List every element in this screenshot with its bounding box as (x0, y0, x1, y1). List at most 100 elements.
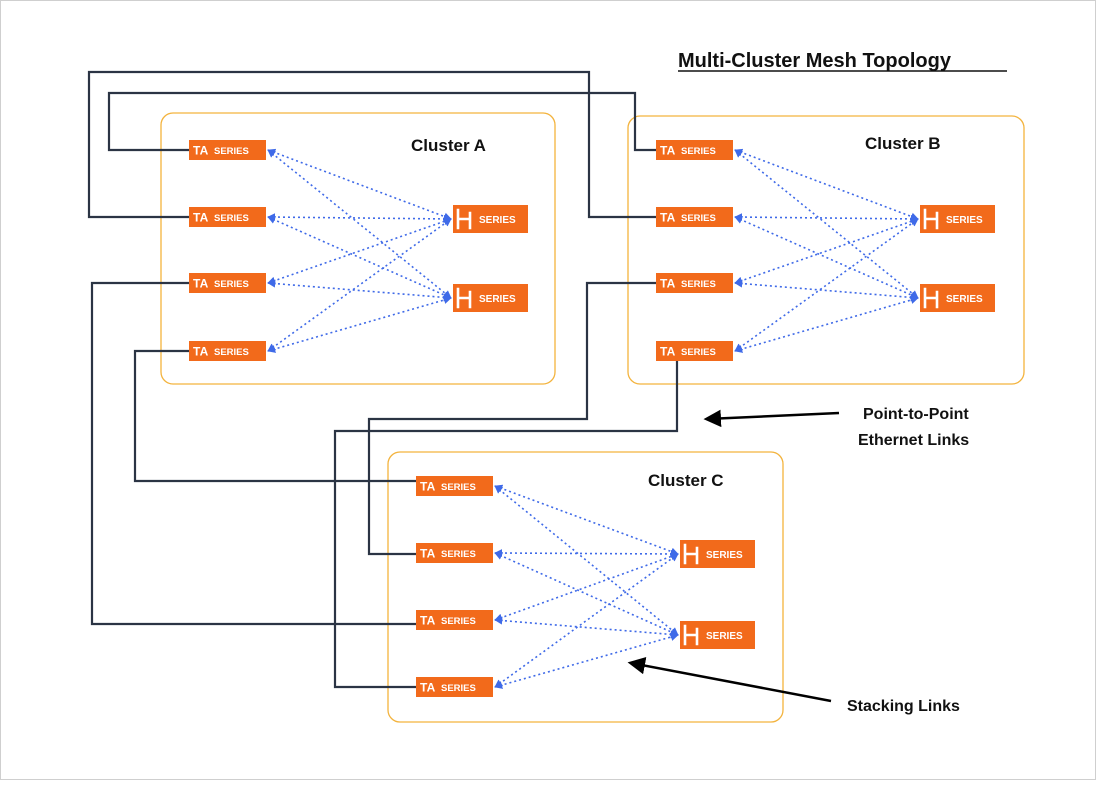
stacking-link-c-ta1-h1 (494, 484, 679, 556)
stacking-link-a-ta1-h1 (267, 148, 452, 221)
stacking-link-c-ta2-h2 (494, 552, 679, 636)
stacking-link-a-ta1-h2 (267, 149, 452, 299)
ta-logo-text: TA (420, 547, 436, 561)
ta-device-body (416, 610, 493, 630)
stacking-link-b-ta2-h1 (734, 213, 919, 223)
h-series-text: SERIES (706, 631, 743, 642)
stacking-link-c-ta1-h2 (494, 485, 679, 636)
cluster-a-label: Cluster A (411, 136, 486, 155)
cluster-b-label: Cluster B (865, 134, 941, 153)
cluster-b-box (627, 115, 1025, 385)
ta-series-device: TA SERIES (189, 341, 266, 361)
stacking-link-b-ta1-h2 (734, 149, 919, 299)
ta-device-body (189, 207, 266, 227)
stacking-link-a-ta3-h2 (267, 279, 452, 302)
stacking-links-arrow (627, 657, 832, 703)
ta-series-text: SERIES (441, 683, 476, 694)
h-logo-icon (923, 287, 939, 309)
ta-logo-text: TA (660, 211, 676, 225)
ta-series-text: SERIES (681, 279, 716, 290)
ta-logo-text: TA (420, 480, 436, 494)
h-series-text: SERIES (946, 215, 983, 226)
ethernet-links-label-line1: Point-to-Point (863, 406, 969, 423)
devices: TA SERIES TA SERIES TA SERIES TA SERIES SERIES SE… (189, 140, 995, 697)
h-series-text: SERIES (706, 550, 743, 561)
ta-series-device: TA SERIES (416, 610, 493, 630)
ta-device-body (189, 140, 266, 160)
eth-link-b3-c2 (367, 281, 656, 556)
h-series-device: SERIES (920, 284, 995, 312)
ta-series-device: TA SERIES (656, 140, 733, 160)
ta-series-text: SERIES (441, 482, 476, 493)
eth-link-a1-b1 (107, 91, 656, 152)
ta-series-text: SERIES (441, 616, 476, 627)
ta-logo-text: TA (660, 144, 676, 158)
h-series-text: SERIES (479, 294, 516, 305)
stacking-links-label: Stacking Links (847, 698, 960, 715)
ta-logo-text: TA (193, 144, 209, 158)
cluster-c-label: Cluster C (648, 471, 724, 490)
eth-link-b4-c4 (333, 361, 679, 689)
eth-link-a2-b2 (87, 70, 656, 219)
h-series-device: SERIES (680, 540, 755, 568)
stacking-link-b-ta3-h2 (734, 279, 919, 302)
stacking-link-a-ta2-h2 (267, 216, 452, 299)
ta-device-body (656, 207, 733, 227)
stacking-link-c-ta3-h1 (494, 552, 679, 622)
ta-device-body (189, 341, 266, 361)
ta-series-text: SERIES (214, 347, 249, 358)
ta-series-device: TA SERIES (416, 543, 493, 563)
diagram-title: Multi-Cluster Mesh Topology (678, 50, 952, 72)
stacking-link-c-ta4-h2 (494, 633, 679, 689)
ta-device-body (656, 273, 733, 293)
stacking-link-b-ta2-h2 (734, 216, 919, 299)
stacking-link-a-ta3-h1 (267, 217, 452, 285)
eth-link-a4-c1 (133, 349, 416, 483)
ethernet-links-arrow (703, 409, 840, 428)
ta-series-text: SERIES (214, 213, 249, 224)
ta-series-text: SERIES (681, 146, 716, 157)
h-series-text: SERIES (946, 294, 983, 305)
ta-series-text: SERIES (214, 146, 249, 157)
h-series-device: SERIES (453, 284, 528, 312)
cluster-c-box (387, 451, 784, 723)
h-logo-icon (456, 287, 472, 309)
ta-logo-text: TA (193, 211, 209, 225)
h-logo-icon (683, 624, 699, 646)
ta-series-text: SERIES (681, 347, 716, 358)
h-series-text: SERIES (479, 215, 516, 226)
cluster-a-box (160, 112, 556, 385)
ta-logo-text: TA (660, 277, 676, 291)
h-series-device: SERIES (680, 621, 755, 649)
h-logo-icon (923, 208, 939, 230)
eth-link-a3-c3 (90, 281, 416, 626)
h-series-device: SERIES (453, 205, 528, 233)
ta-series-text: SERIES (441, 549, 476, 560)
h-logo-icon (456, 208, 472, 230)
ta-series-device: TA SERIES (189, 140, 266, 160)
ta-logo-text: TA (420, 614, 436, 628)
h-series-device: SERIES (920, 205, 995, 233)
stacking-link-a-ta4-h2 (267, 296, 452, 353)
ethernet-links (87, 70, 679, 689)
ethernet-links-label-line2: Ethernet Links (858, 432, 969, 449)
ta-logo-text: TA (420, 681, 436, 695)
ta-device-body (416, 543, 493, 563)
stacking-link-b-ta4-h2 (734, 296, 919, 353)
ta-logo-text: TA (193, 345, 209, 359)
stacking-link-a-ta2-h1 (267, 213, 452, 223)
ta-device-body (416, 677, 493, 697)
stacking-link-b-ta3-h1 (734, 217, 919, 285)
ta-series-text: SERIES (214, 279, 249, 290)
ta-series-device: TA SERIES (656, 273, 733, 293)
stacking-link-b-ta4-h1 (734, 218, 919, 352)
ta-series-device: TA SERIES (416, 677, 493, 697)
ta-series-device: TA SERIES (416, 476, 493, 496)
stacking-link-a-ta4-h1 (267, 218, 452, 352)
ta-device-body (656, 140, 733, 160)
